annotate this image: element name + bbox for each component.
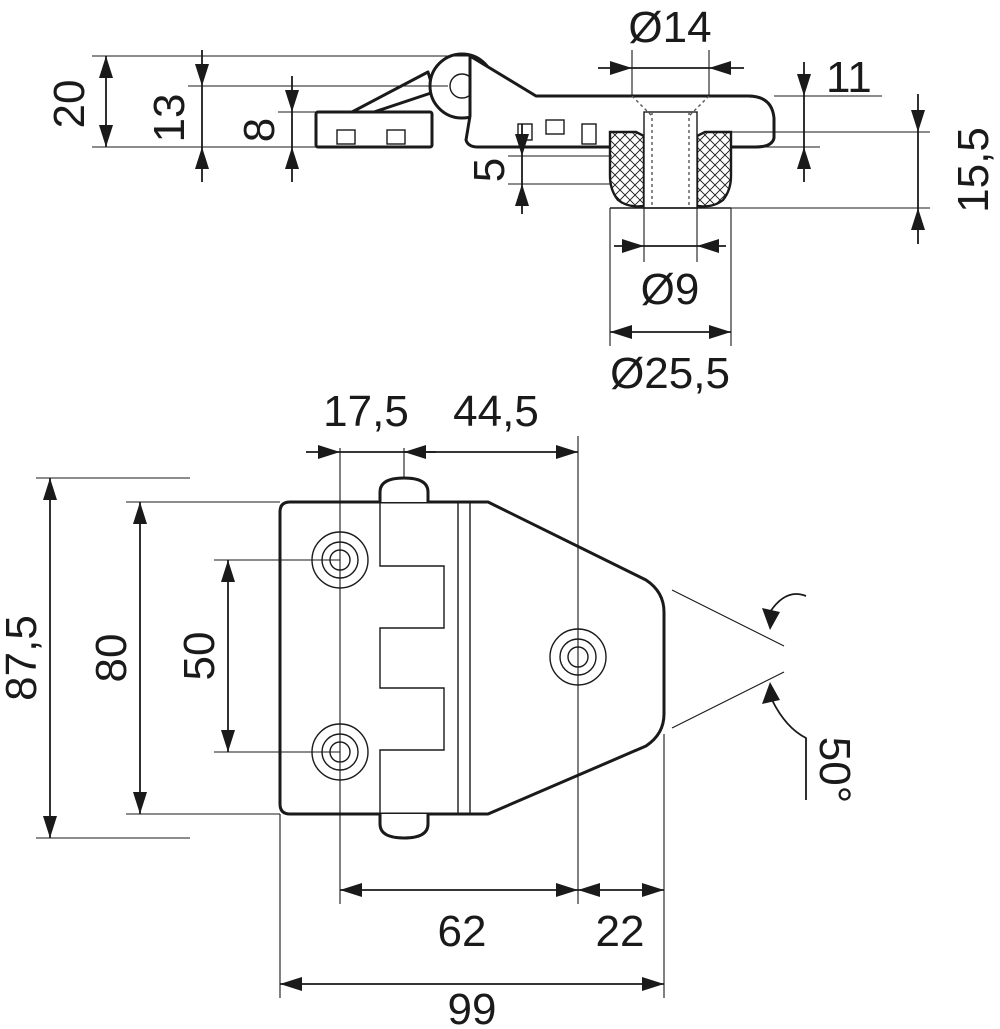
strap xyxy=(350,70,436,114)
label-hole-pitch: 50 xyxy=(175,632,224,681)
label-top-offset: 11 xyxy=(826,53,872,102)
grommet-left-half xyxy=(608,130,646,208)
label-leaf-height: 8 xyxy=(235,118,284,142)
plan-dimension-lines xyxy=(43,445,807,991)
leaf-tab-c xyxy=(581,123,597,145)
label-grommet-height: 15,5 xyxy=(949,127,998,213)
label-hole-diameter: Ø9 xyxy=(641,265,700,314)
label-boss-step: 5 xyxy=(465,158,514,182)
angle-arc-top xyxy=(769,593,807,613)
top-knuckle-tab xyxy=(378,476,430,502)
left-leaf xyxy=(314,110,434,149)
side-extension-lines xyxy=(92,50,930,346)
label-pivot-height: 13 xyxy=(145,94,194,143)
plan-view: 17,5 44,5 87,5 80 50 62 22 99 50° xyxy=(0,387,859,1029)
plan-dimension-labels: 17,5 44,5 87,5 80 50 62 22 99 50° xyxy=(0,387,859,1029)
bolt-bore xyxy=(643,111,698,209)
label-grommet-diameter: Ø25,5 xyxy=(610,349,730,398)
angle-arc-bottom xyxy=(771,699,807,800)
grommet-section xyxy=(608,95,733,209)
side-view: 20 13 8 5 Ø14 11 15,5 Ø9 Ø25,5 xyxy=(45,3,998,398)
countersink-right xyxy=(688,95,710,117)
label-tip-offset: 22 xyxy=(596,907,645,956)
bottom-knuckle-tab xyxy=(378,814,430,840)
countersink-left xyxy=(631,95,653,117)
side-dimension-labels: 20 13 8 5 Ø14 11 15,5 Ø9 Ø25,5 xyxy=(45,3,998,398)
label-head-diameter: Ø14 xyxy=(628,3,711,52)
label-hole-edge-offset: 17,5 xyxy=(323,387,409,436)
label-hole-spacing-top: 44,5 xyxy=(453,387,539,436)
label-total-height: 87,5 xyxy=(0,615,46,701)
label-body-height: 80 xyxy=(87,634,136,683)
plan-hinge-body xyxy=(278,500,666,816)
label-hole-spacing-bottom: 62 xyxy=(438,907,487,956)
side-dimension-lines xyxy=(99,50,925,339)
label-total-width: 99 xyxy=(448,985,497,1029)
leaf-slot-a xyxy=(336,129,356,145)
grommet-right-half xyxy=(695,130,733,208)
interlock-fingers xyxy=(379,502,445,814)
label-overall-height: 20 xyxy=(45,80,94,129)
label-taper-angle: 50° xyxy=(810,737,859,804)
plan-extension-lines xyxy=(36,436,785,998)
leaf-tab-b xyxy=(545,119,565,135)
leaf-slot-b xyxy=(386,129,406,145)
